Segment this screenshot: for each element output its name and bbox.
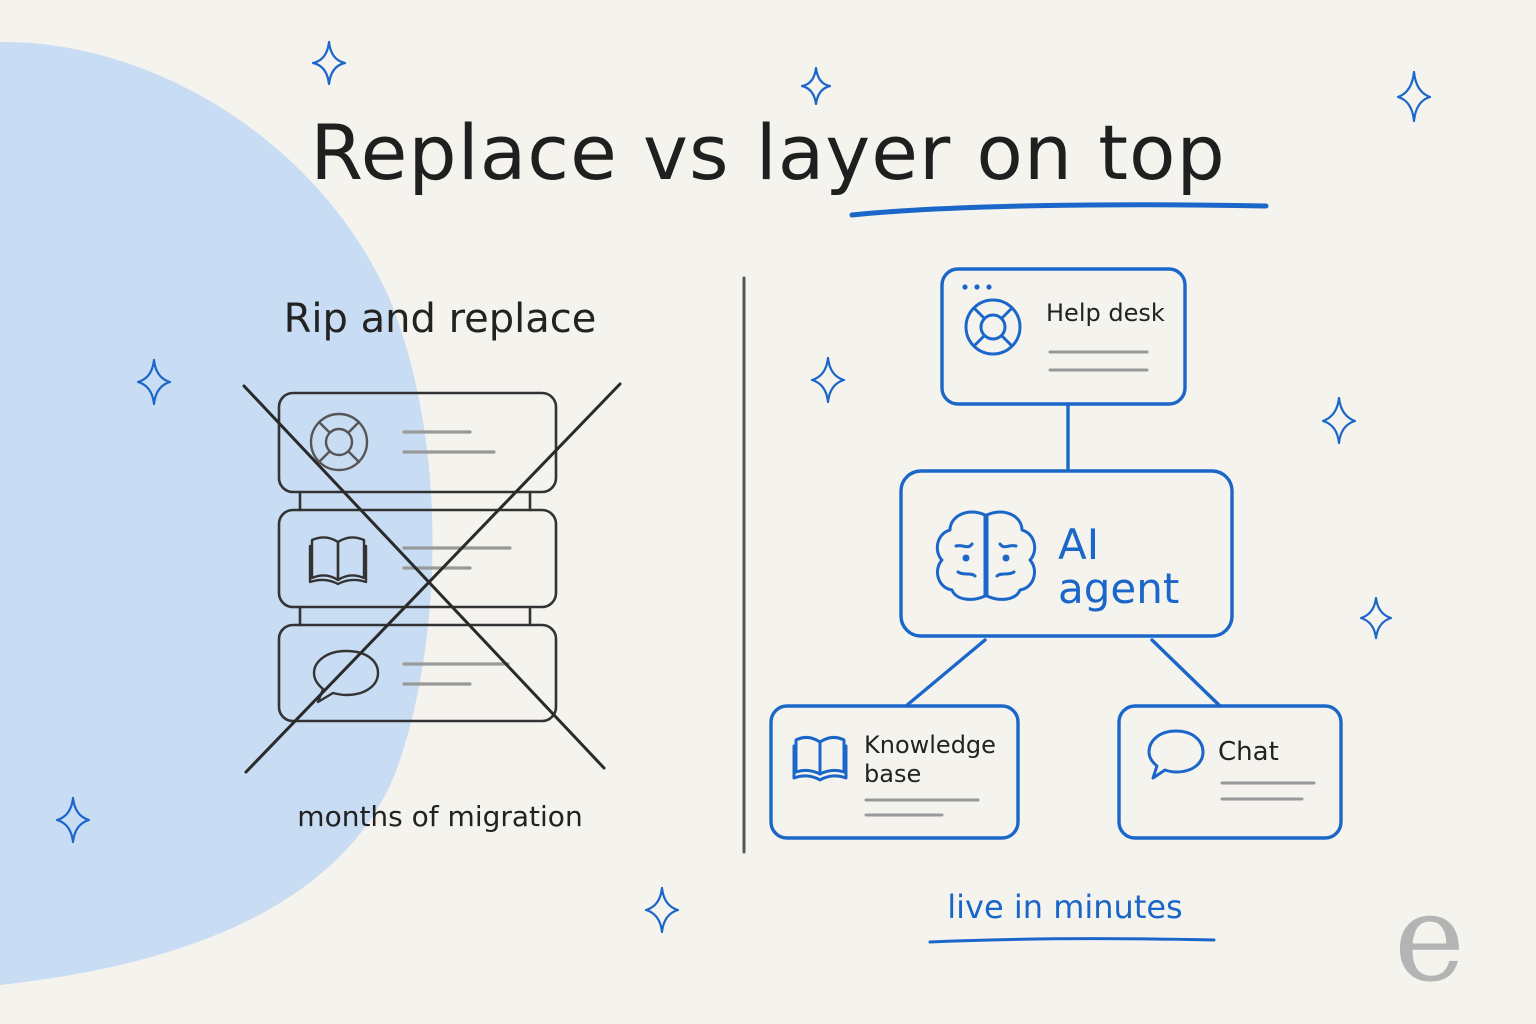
ai-agent-label: AI agent [1058, 520, 1180, 613]
sparkle-icon [1396, 70, 1432, 123]
sparkle-icon [1359, 596, 1393, 640]
edge-agent-kb [904, 638, 987, 708]
chat-label: Chat [1218, 737, 1279, 767]
book-icon [308, 536, 368, 586]
chat-bubble-icon [312, 649, 380, 704]
left-caption: months of migration [297, 800, 583, 833]
sparkle-icon [55, 796, 91, 844]
right-caption: live in minutes [947, 888, 1183, 926]
help-desk-label: Help desk [1046, 299, 1165, 327]
sparkle-icon [311, 40, 347, 86]
lifebuoy-icon [964, 298, 1022, 356]
legacy-stack [242, 382, 622, 774]
title-part-layer: layer on top [755, 108, 1226, 197]
caption-underline [928, 937, 1216, 944]
chat-bubble-icon [1147, 729, 1205, 780]
sparkle-icon [810, 356, 846, 404]
help-desk-card [940, 267, 1187, 406]
layer-diagram [769, 267, 1343, 944]
brain-icon [935, 510, 1037, 601]
legacy-card-kb [277, 508, 558, 609]
sparkle-icon [800, 66, 832, 106]
legacy-card-help [277, 391, 558, 494]
book-icon [792, 735, 848, 782]
cross-out-mark [242, 382, 622, 774]
page-title: Replace vs layer on top [0, 108, 1536, 197]
title-part-replace: Replace vs [310, 108, 730, 197]
sparkle-icon [136, 358, 172, 406]
chat-card [1117, 704, 1343, 840]
lifebuoy-icon [309, 412, 369, 472]
title-underline [849, 202, 1269, 218]
edge-agent-chat [1150, 638, 1222, 708]
background-blob [0, 41, 433, 986]
sparkle-icon [644, 886, 680, 934]
knowledge-base-label: Knowledge base [864, 731, 996, 788]
ai-agent-card [899, 469, 1234, 638]
sparkle-icons [55, 40, 1432, 934]
sparkle-icon [1321, 396, 1357, 445]
left-heading: Rip and replace [283, 296, 597, 342]
legacy-card-chat [277, 623, 558, 723]
knowledge-base-card [769, 704, 1020, 840]
brand-logo: e [1394, 870, 1466, 1009]
